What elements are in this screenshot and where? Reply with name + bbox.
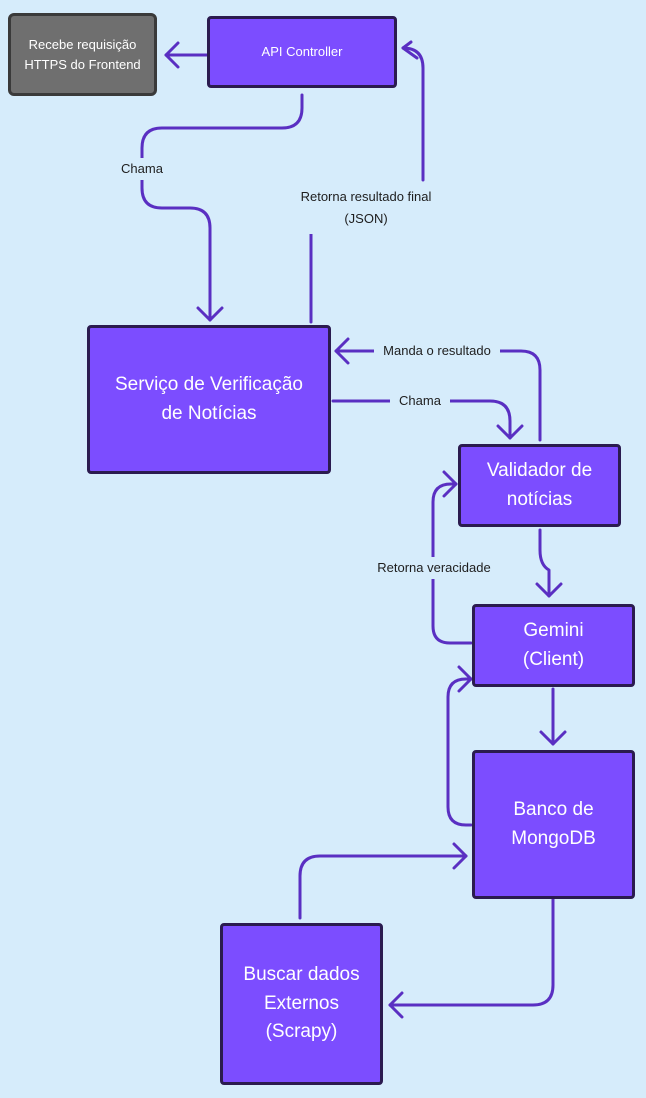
edge-validador-to-servico [334,349,542,442]
edge-label-retorna-veracidade: Retorna veracidade [368,557,500,580]
buscar-dados-node: Buscar dados Externos (Scrapy) [220,923,383,1085]
frontend-request-node: Recebe requisição HTTPS do Frontend [8,13,157,96]
api-controller-label: API Controller [261,44,343,60]
arrowhead-servico [196,306,224,322]
edge-label-chama-api: Chama [112,158,172,181]
arrowhead-api [401,40,419,60]
gemini-node: Gemini (Client) [472,604,635,687]
edge-validador-to-gemini [538,528,551,598]
banco-mongodb-label: Banco de MongoDB [511,799,596,849]
edge-api-to-servico [140,93,304,322]
servico-verificacao-label: Serviço de Verificação de Notícias [115,374,303,424]
frontend-request-label: Recebe requisição HTTPS do Frontend [24,37,141,72]
arrowhead-buscar [388,991,404,1019]
arrowhead-banco-in [452,842,468,870]
arrowhead-banco [539,730,567,746]
arrowhead-frontend [164,41,180,69]
validador-label: Validador de notícias [486,460,593,510]
gemini-label: Gemini (Client) [522,620,585,670]
edge-banco-to-gemini [446,677,473,827]
arrowhead-gemini [535,582,563,598]
arrowhead-veracidade [442,470,458,498]
edge-label-manda-resultado: Manda o resultado [374,340,500,363]
edge-buscar-to-banco [298,854,468,920]
edge-banco-to-buscar [388,896,555,1007]
edge-label-chama-validador: Chama [390,390,450,413]
arrowhead-validador [496,424,524,440]
arrowhead-manda [334,337,350,365]
edge-servico-to-validador [331,399,512,440]
arrowhead-gemini-up [457,665,473,693]
edge-label-retorna-final: Retorna resultado final (JSON) [290,186,442,235]
edge-return-upper [401,46,425,182]
validador-node: Validador de notícias [458,444,621,527]
servico-verificacao-node: Serviço de Verificação de Notícias [87,325,331,474]
buscar-dados-label: Buscar dados Externos (Scrapy) [243,964,360,1043]
banco-mongodb-node: Banco de MongoDB [472,750,635,899]
api-controller-node: API Controller [207,16,397,88]
